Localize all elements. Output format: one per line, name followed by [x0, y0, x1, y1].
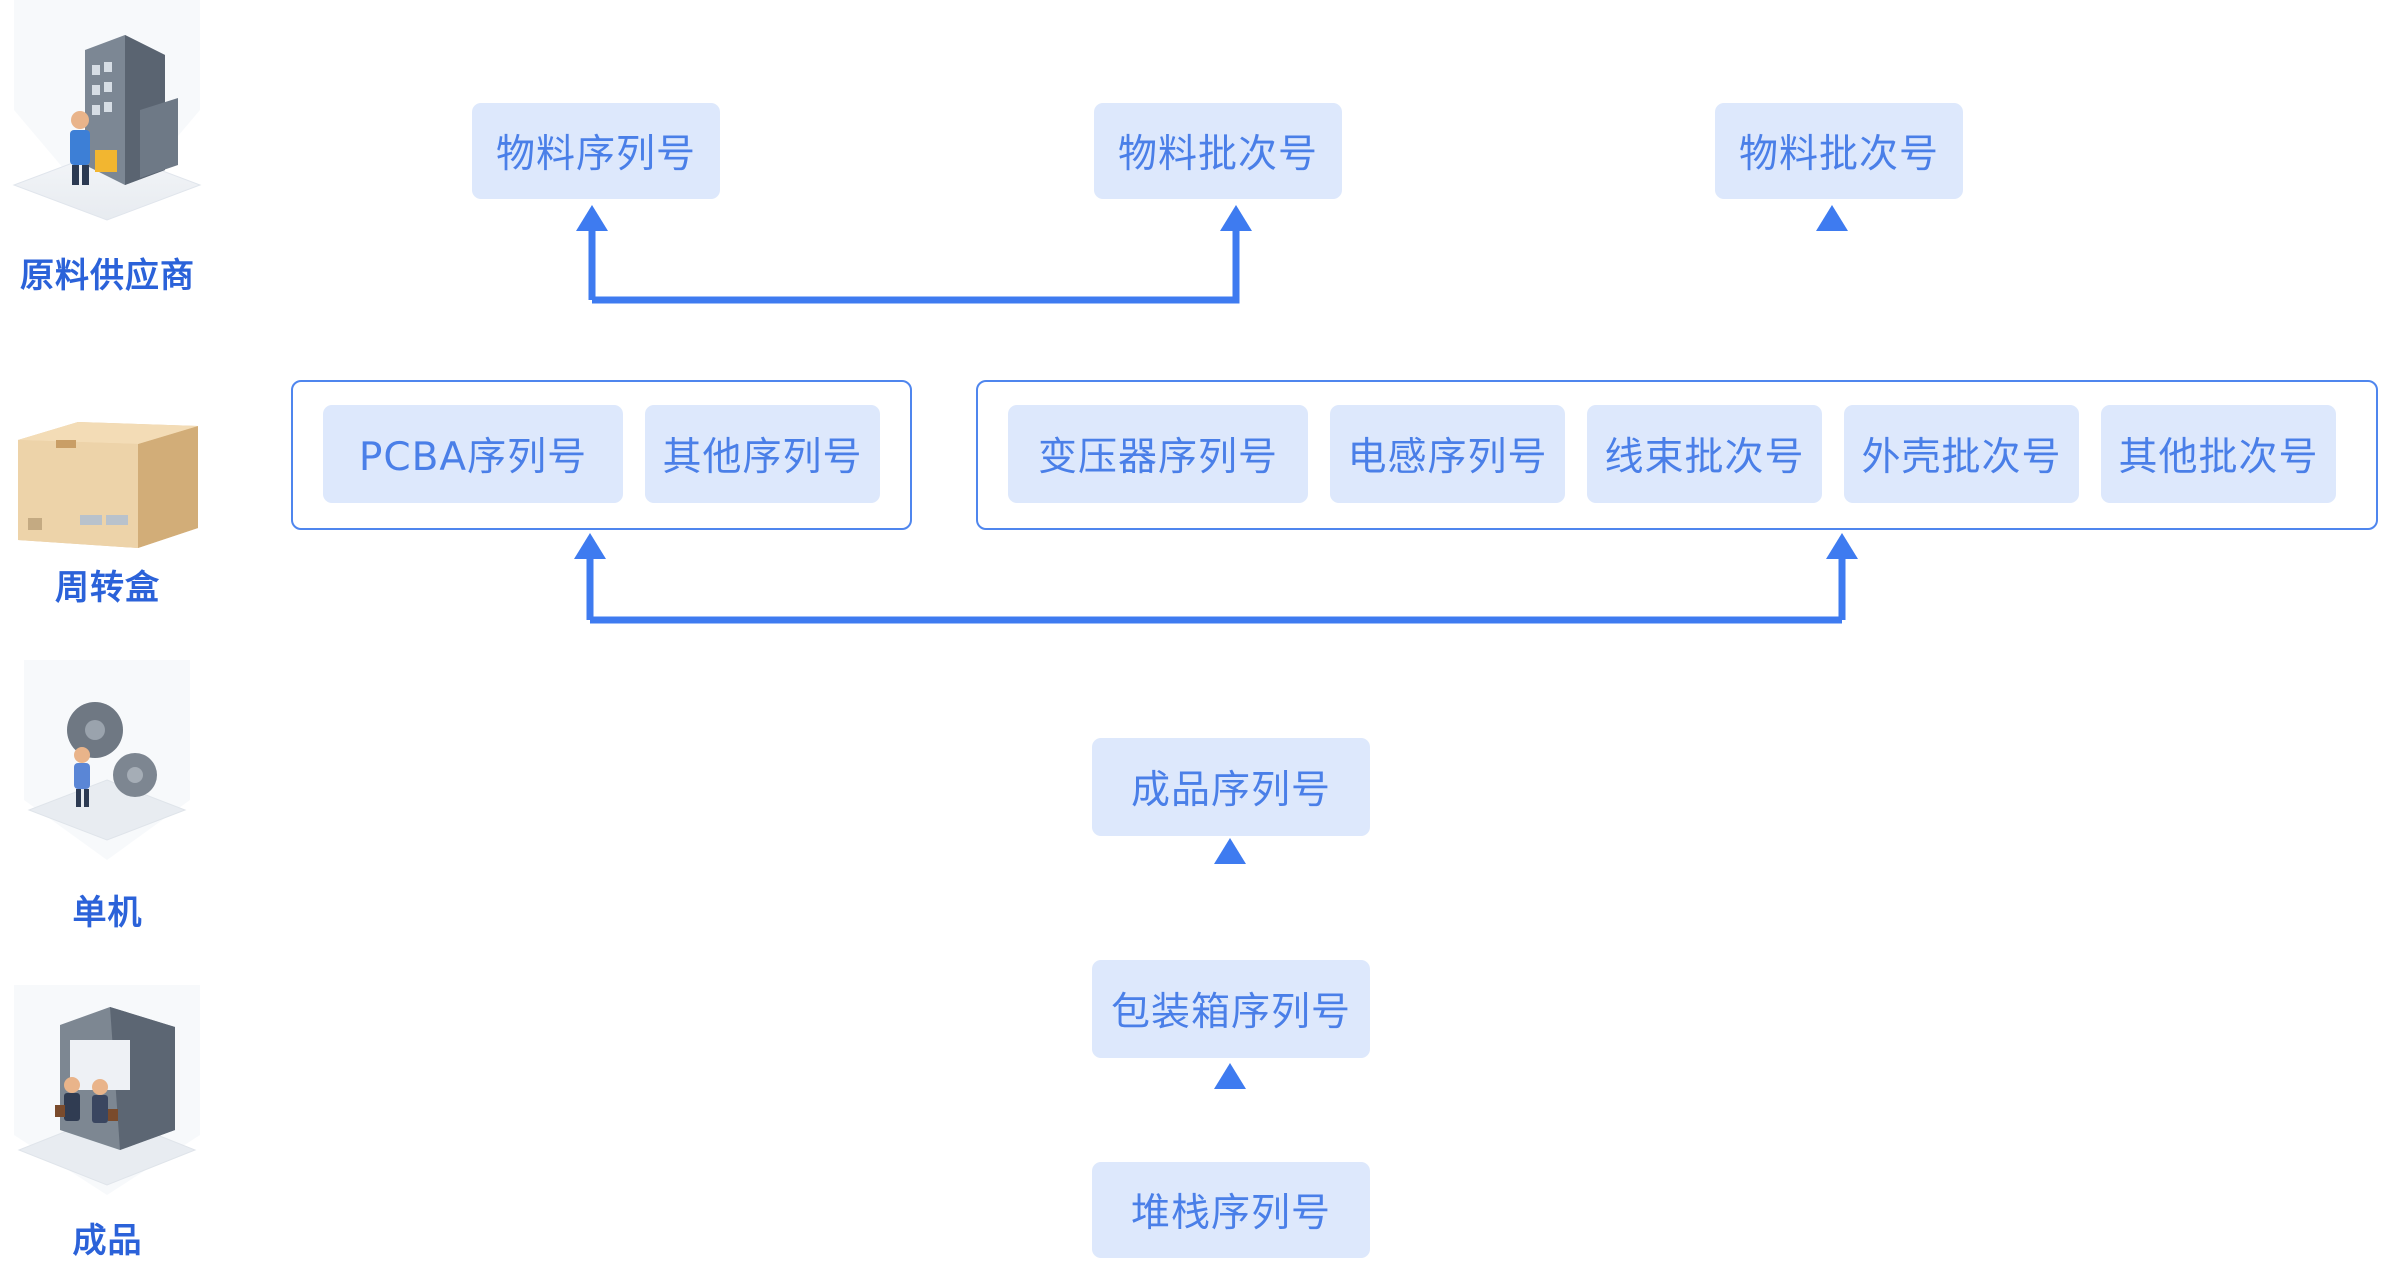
- gear-mechanic-icon: [24, 660, 190, 860]
- node-package-serial: 包装箱序列号: [1092, 960, 1370, 1058]
- node-other-serial: 其他序列号: [645, 405, 880, 503]
- building-worker-icon: [12, 0, 202, 221]
- arrow-heads: [574, 205, 1858, 1089]
- node-other-batch: 其他批次号: [2101, 405, 2336, 503]
- node-inductor-serial: 电感序列号: [1330, 405, 1565, 503]
- node-material-batch: 物料批次号: [1094, 103, 1342, 199]
- node-housing-batch: 外壳批次号: [1844, 405, 2079, 503]
- handshake-machine-icon: [14, 985, 200, 1195]
- node-material-batch: 物料批次号: [1715, 103, 1963, 199]
- tier-label: 原料供应商: [20, 256, 195, 296]
- node-pallet-serial: 堆栈序列号: [1092, 1162, 1370, 1258]
- tier-label: 单机: [72, 893, 143, 933]
- node-pcba-serial: PCBA序列号: [323, 405, 623, 503]
- tier-label: 成品: [72, 1221, 143, 1261]
- node-transformer-serial: 变压器序列号: [1008, 405, 1308, 503]
- tier-label: 周转盒: [55, 568, 160, 608]
- cardboard-box-icon: [18, 422, 198, 548]
- node-finished-serial: 成品序列号: [1092, 738, 1370, 836]
- tier-turnover-box: 周转盒: [0, 400, 215, 620]
- tier-single-unit: 单机: [0, 660, 215, 940]
- node-material-serial: 物料序列号: [472, 103, 720, 199]
- node-harness-batch: 线束批次号: [1587, 405, 1822, 503]
- tier-finished-product: 成品: [0, 985, 215, 1261]
- tier-raw-supplier: 原料供应商: [0, 0, 215, 300]
